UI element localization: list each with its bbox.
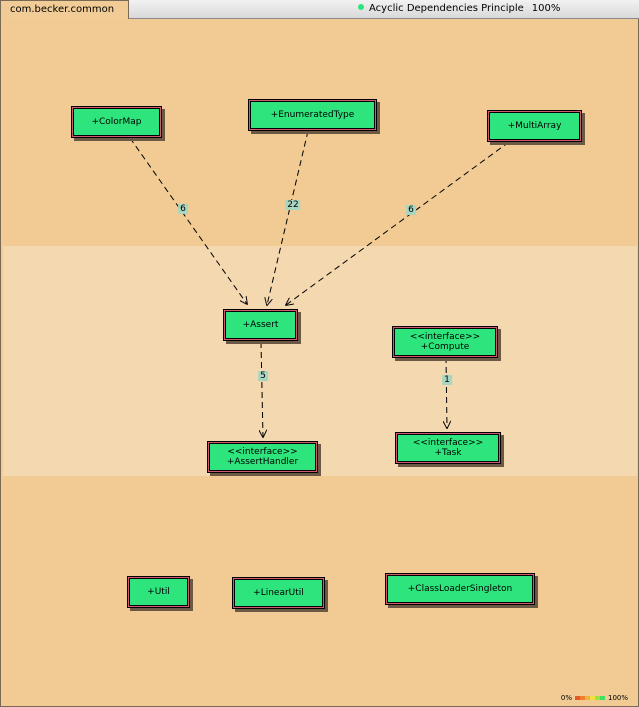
node-asserthandler[interactable]: <<interface>> +AssertHandler — [209, 443, 316, 471]
node-compute-stereotype: <<interface>> — [409, 332, 481, 342]
node-task-stereotype: <<interface>> — [412, 438, 484, 448]
node-assert-name: +Assert — [242, 320, 279, 330]
node-assert[interactable]: +Assert — [225, 311, 296, 339]
node-compute-name: +Compute — [420, 342, 470, 352]
layer-band-middle — [3, 246, 637, 476]
node-task[interactable]: <<interface>> +Task — [397, 434, 499, 462]
node-multiarray-name: +MultiArray — [507, 121, 562, 131]
legend-max: 100% — [607, 694, 628, 702]
edge-multiarray-assert[interactable] — [286, 141, 510, 305]
edge-label-assert-asserthandler: 5 — [258, 371, 268, 381]
node-asserthandler-stereotype: <<interface>> — [227, 447, 298, 457]
status-bar: Acyclic Dependencies Principle 100% — [129, 0, 639, 19]
status-text: Acyclic Dependencies Principle 100% — [358, 0, 560, 18]
edge-label-enumeratedtype-assert: 22 — [285, 200, 301, 210]
package-tab[interactable]: com.becker.common — [0, 0, 129, 19]
edge-enumeratedtype-assert[interactable] — [267, 130, 309, 305]
node-enumeratedtype-name: +EnumeratedType — [270, 110, 355, 120]
node-task-name: +Task — [434, 448, 462, 458]
node-classloadersingleton[interactable]: +ClassLoaderSingleton — [387, 575, 533, 603]
legend-swatch — [579, 696, 585, 700]
node-multiarray[interactable]: +MultiArray — [489, 112, 580, 140]
node-compute[interactable]: <<interface>> +Compute — [394, 328, 496, 356]
edge-colormap-assert[interactable] — [129, 137, 247, 304]
edge-label-multiarray-assert: 6 — [406, 205, 416, 215]
diagram-canvas: 6 22 6 5 1 +ColorMap +EnumeratedType +Mu… — [0, 19, 639, 707]
node-classloadersingleton-name: +ClassLoaderSingleton — [407, 584, 513, 594]
node-asserthandler-name: +AssertHandler — [226, 457, 299, 467]
edge-label-compute-task: 1 — [442, 375, 452, 385]
legend-min: 0% — [560, 694, 572, 702]
legend-swatch — [589, 696, 595, 700]
status-dot-icon — [358, 4, 364, 10]
legend-gradient — [574, 696, 605, 700]
node-util-name: +Util — [147, 587, 170, 597]
legend-swatch — [599, 696, 605, 700]
node-util[interactable]: +Util — [129, 578, 188, 606]
edge-compute-task[interactable] — [446, 356, 447, 428]
node-linearutil[interactable]: +LinearUtil — [234, 579, 323, 607]
principle-percent: 100% — [531, 3, 561, 14]
node-enumeratedtype[interactable]: +EnumeratedType — [250, 101, 375, 129]
principle-label: Acyclic Dependencies Principle — [369, 3, 524, 14]
node-linearutil-name: +LinearUtil — [253, 588, 304, 598]
edge-label-colormap-assert: 6 — [178, 204, 188, 214]
dependency-edges — [129, 130, 510, 707]
edge-assert-asserthandler[interactable] — [261, 341, 263, 437]
legend-swatch — [574, 696, 580, 700]
color-legend: 0% 100% — [561, 694, 628, 702]
legend-swatch — [594, 696, 600, 700]
node-colormap-name: +ColorMap — [91, 117, 142, 127]
node-colormap[interactable]: +ColorMap — [73, 108, 160, 136]
legend-swatch — [584, 696, 590, 700]
